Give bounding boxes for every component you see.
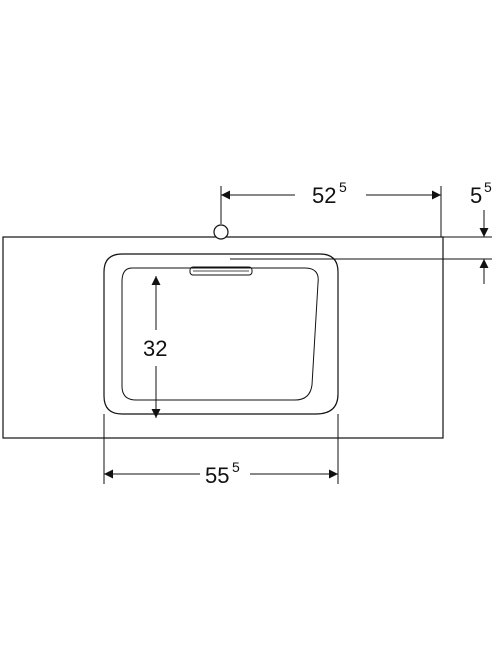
bowl-width-fraction: 5 (232, 459, 240, 475)
tap-depth-fraction: 5 (484, 179, 492, 195)
tap-hole (213, 224, 229, 240)
tap-offset-fraction: 5 (339, 179, 347, 195)
overflow-slot (189, 266, 253, 276)
tap-offset-value: 52 (312, 183, 336, 208)
tap-depth-value: 5 (470, 183, 482, 208)
bowl-outer (103, 253, 339, 415)
bowl-depth-value: 32 (143, 336, 167, 361)
bowl-width-value: 55 (205, 463, 229, 488)
bowl-inner (121, 267, 319, 401)
